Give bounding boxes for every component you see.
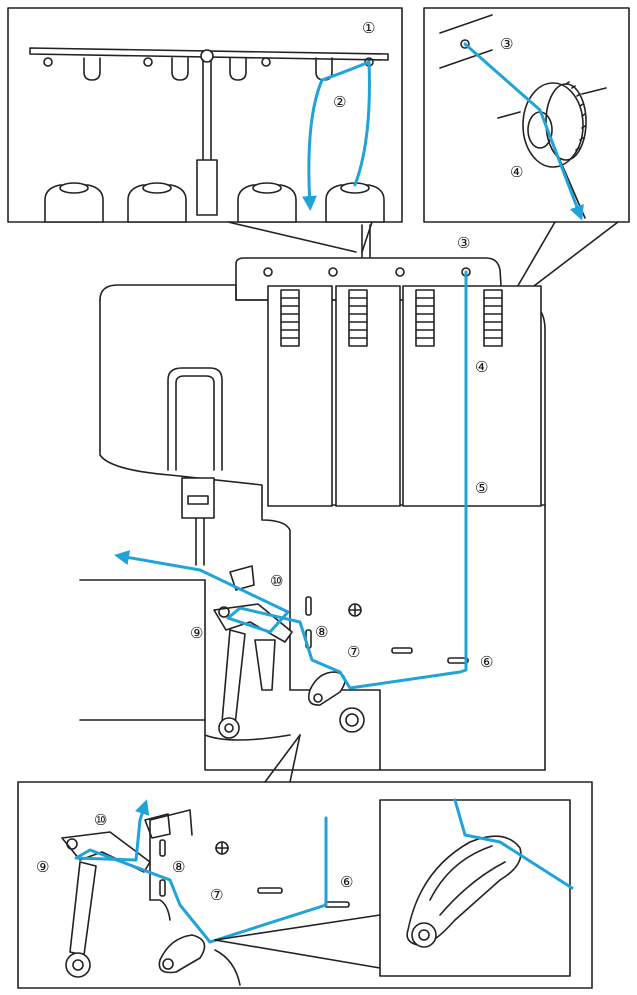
callout-8-main: ⑧	[315, 623, 328, 641]
callout-4-main: ④	[475, 358, 488, 376]
tension-dial-panel: ③ ④	[423, 7, 630, 223]
spool-3	[237, 182, 297, 223]
pointer-stand	[227, 221, 357, 253]
thread-stand-panel: ① ②	[7, 7, 403, 223]
callout-3-detail: ③	[500, 35, 513, 53]
callout-6-main: ⑥	[480, 653, 493, 671]
spool-2	[127, 182, 187, 223]
thread-path-main	[114, 270, 468, 690]
callout-6-detail: ⑥	[340, 873, 353, 891]
callout-1: ①	[362, 19, 375, 37]
callout-7-main: ⑦	[347, 643, 360, 661]
machine-body: ③ ④ ⑤ ⑥ ⑦ ⑧ ⑨ ⑩	[79, 234, 546, 771]
thread-path-dial	[463, 42, 584, 221]
looper-detail-panel: ⑥ ⑦ ⑧ ⑨ ⑩	[17, 781, 593, 989]
thread-guide-closeup-panel	[379, 798, 574, 977]
callout-5-main: ⑤	[475, 479, 488, 497]
thread-path-stand	[301, 60, 371, 211]
callout-10-main: ⑩	[270, 572, 283, 590]
thread-path-detail	[74, 799, 328, 944]
spool-1	[44, 182, 104, 223]
spool-4	[325, 182, 385, 223]
thread-path-closeup	[453, 798, 574, 890]
callout-8-detail: ⑧	[172, 858, 185, 876]
callout-9-detail: ⑨	[36, 858, 49, 876]
tension-dials	[280, 289, 503, 347]
callout-9-main: ⑨	[190, 624, 203, 642]
callout-4-detail: ④	[510, 163, 523, 181]
callout-10-detail: ⑩	[94, 811, 107, 829]
tension-panel-3	[402, 285, 542, 507]
tension-panel-1	[267, 285, 333, 507]
lower-looper-main	[213, 565, 346, 739]
tension-panel-2	[335, 285, 401, 507]
callout-3-main: ③	[457, 234, 470, 252]
callout-7-detail: ⑦	[210, 886, 223, 904]
callout-2: ②	[333, 93, 346, 111]
